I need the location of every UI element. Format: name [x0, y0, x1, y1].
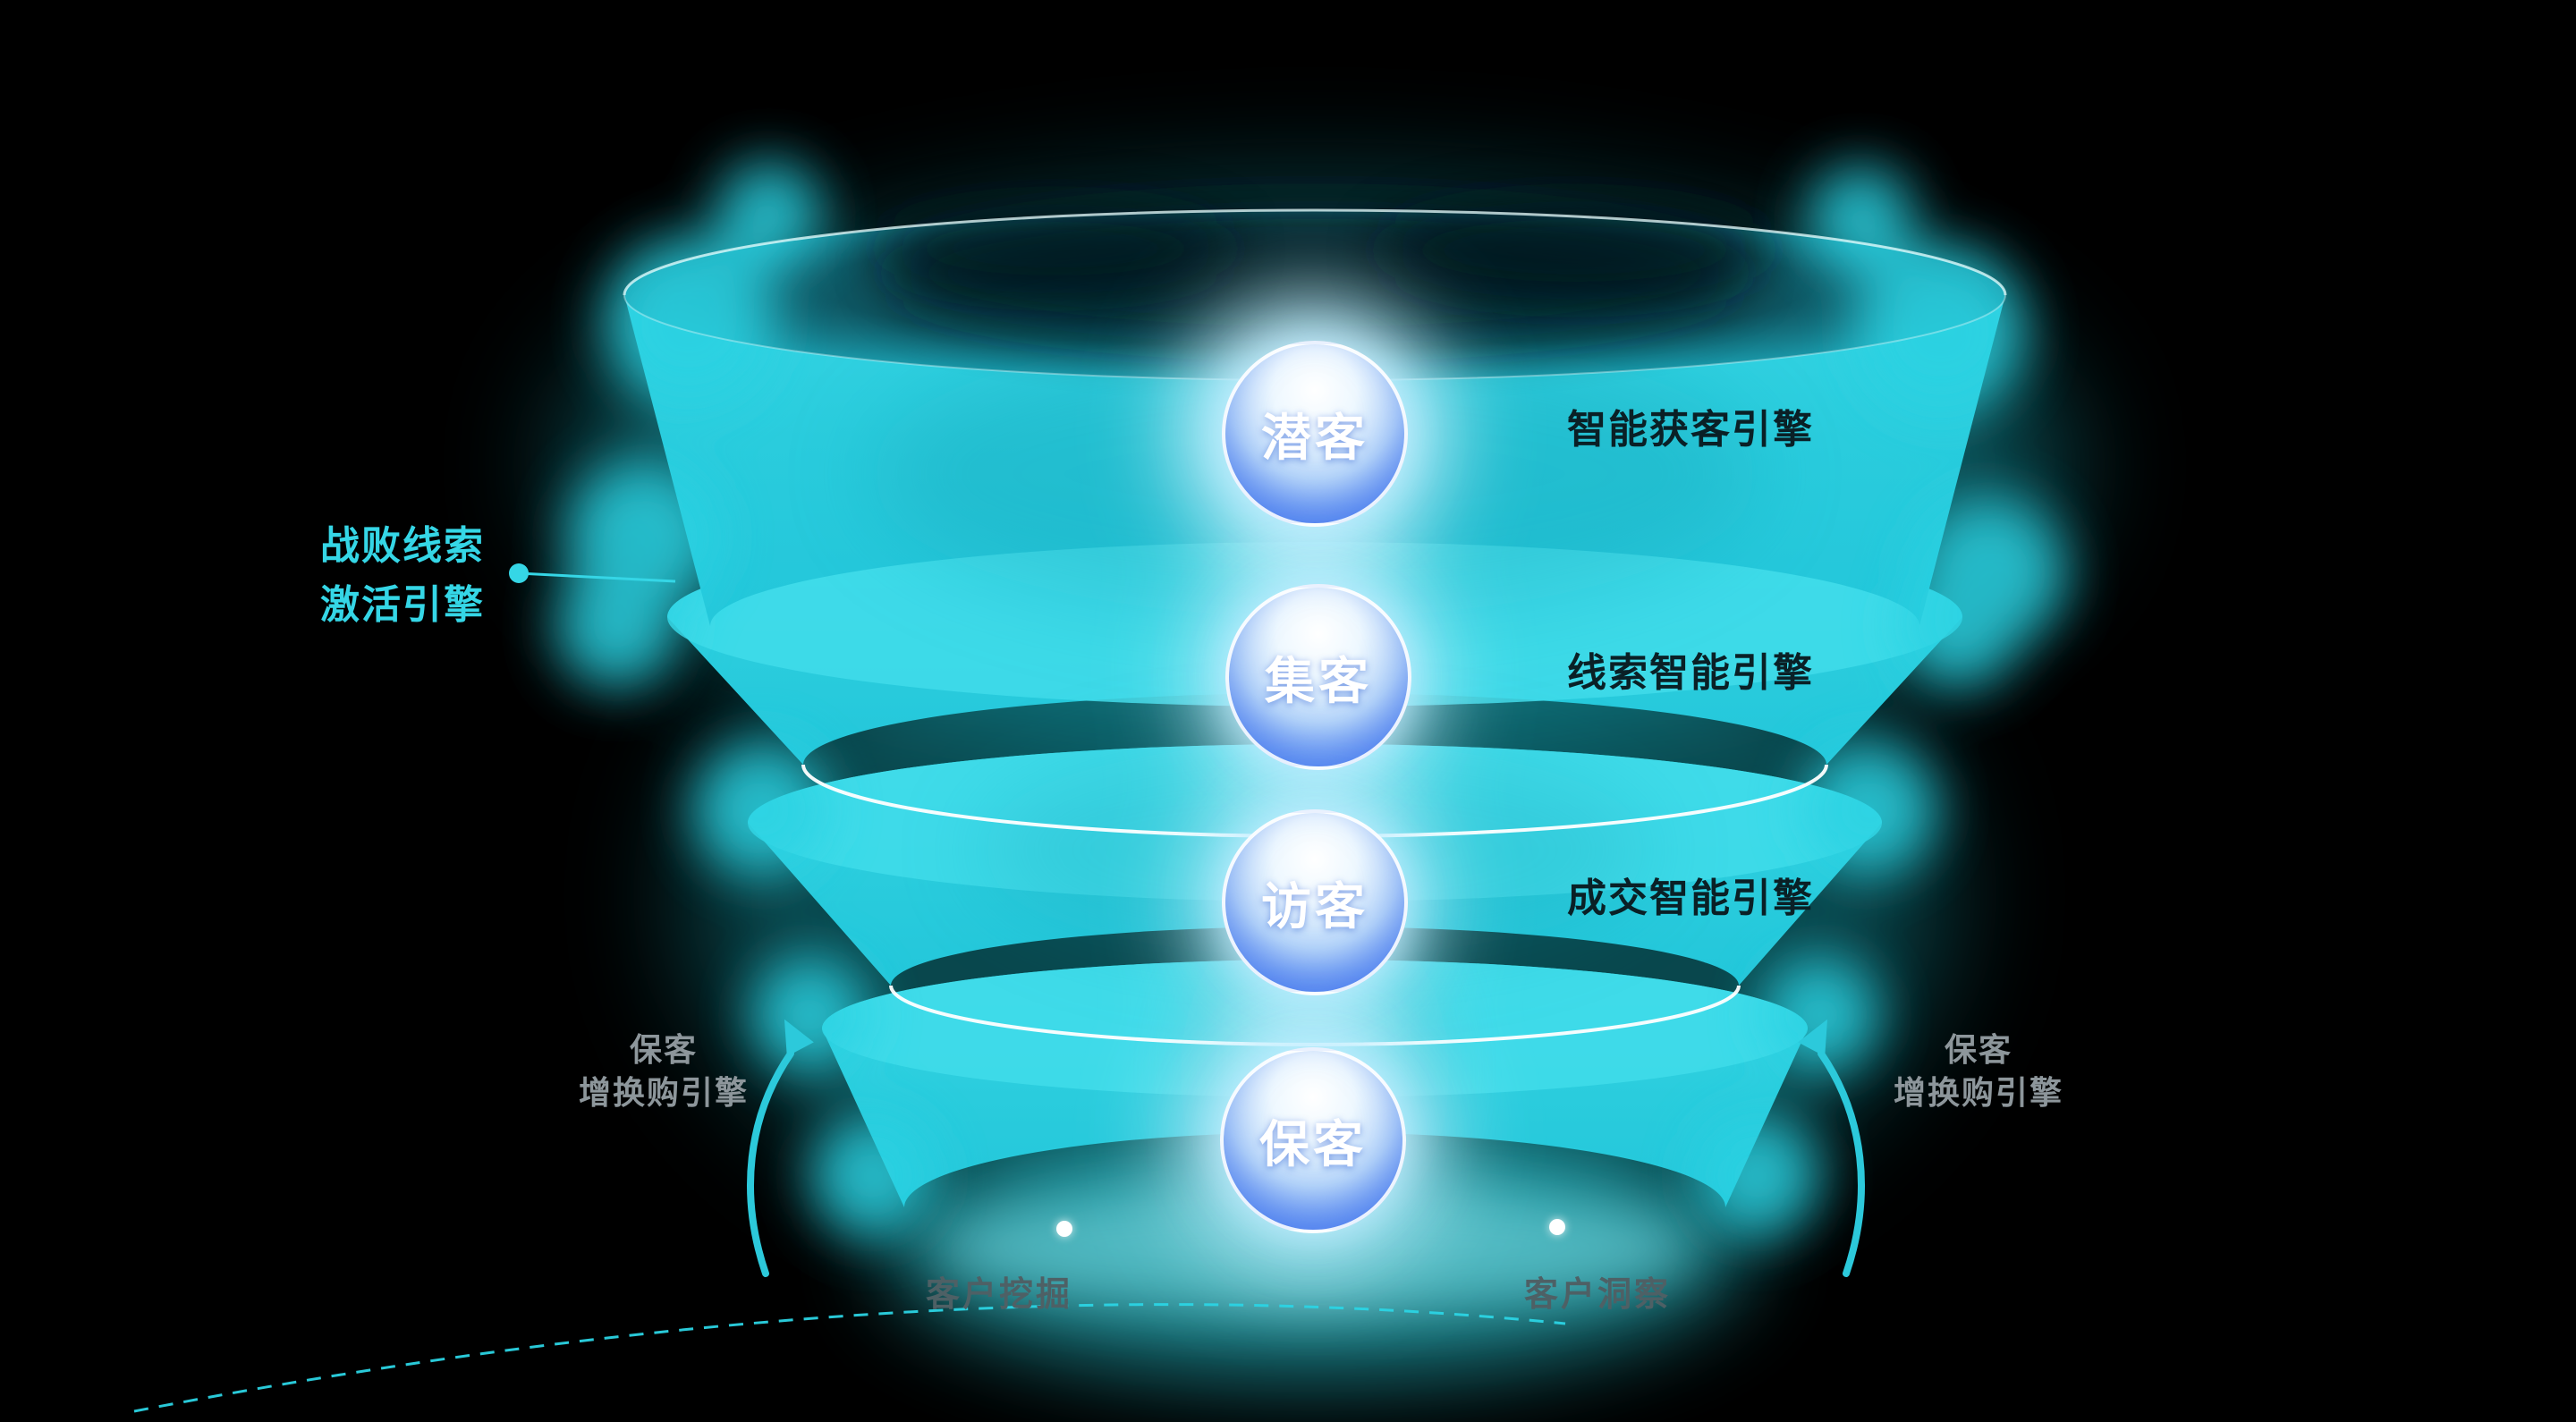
stage-badge-leads: 集客	[1225, 584, 1411, 770]
dashed-arc	[133, 1303, 1566, 1413]
marker-dot-insight	[1549, 1219, 1565, 1235]
stage-badge-label: 潜客	[1261, 409, 1368, 466]
lost-lead-callout-line1: 战败线索	[320, 524, 485, 568]
stage-badge-visitors: 访客	[1222, 809, 1408, 995]
marker-dot-mining	[1056, 1221, 1072, 1237]
funnel-edge-clouds	[555, 161, 2066, 1239]
right-up-arrow	[1798, 1019, 1865, 1277]
retention-right-line2: 增换购引擎	[1893, 1074, 2064, 1111]
retention-left-line1: 保客	[629, 1031, 699, 1068]
callout-dot	[509, 563, 529, 583]
bottom-label-customer-insight: 客户洞察	[1523, 1276, 1672, 1314]
retention-right-line1: 保客	[1944, 1031, 2013, 1068]
stage-badge-label: 访客	[1261, 877, 1368, 935]
stage-badge-label: 保客	[1259, 1115, 1367, 1172]
bottom-label-customer-mining: 客户挖掘	[925, 1276, 1073, 1314]
lost-lead-callout: 战败线索 激活引擎	[320, 517, 485, 635]
left-up-arrow	[747, 1019, 814, 1277]
stage-badge-retained: 保客	[1220, 1047, 1406, 1233]
engine-label-lead: 线索智能引擎	[1567, 651, 1814, 695]
lost-lead-callout-line2: 激活引擎	[320, 583, 485, 627]
stage-badge-prospects: 潜客	[1222, 341, 1408, 527]
engine-label-deal: 成交智能引擎	[1567, 876, 1814, 920]
retention-label-left: 保客 增换购引擎	[579, 1028, 749, 1114]
retention-left-line2: 增换购引擎	[578, 1074, 750, 1111]
engine-label-acquisition: 智能获客引擎	[1567, 408, 1814, 452]
stage-badge-label: 集客	[1265, 652, 1372, 709]
callout-connector	[509, 563, 676, 583]
retention-label-right: 保客 增换购引擎	[1894, 1028, 2063, 1114]
